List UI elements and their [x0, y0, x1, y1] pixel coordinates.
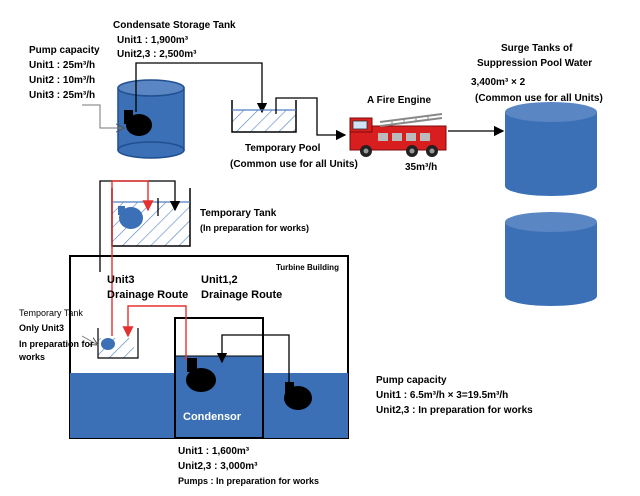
temporary-pool: [231, 100, 297, 133]
temporary-tank-lower-title: Temporary Tank: [19, 308, 83, 318]
condensate-storage-unit23: Unit2,3 : 2,500m³: [117, 49, 197, 60]
turbine-building-label: Turbine Building: [276, 263, 339, 272]
temporary-tank-upper-title: Temporary Tank: [200, 208, 277, 219]
temporary-pool-note: (Common use for all Units): [230, 159, 358, 170]
condensor-unit1: Unit1 : 1,600m³: [178, 446, 250, 457]
surge-tank-2: [505, 212, 597, 306]
drainage-route-unit3-into-temp-tank: [112, 180, 154, 212]
unit12-route-line1: Unit1,2: [201, 274, 238, 286]
temporary-pool-title: Temporary Pool: [245, 143, 321, 154]
surge-tanks-note: (Common use for all Units): [475, 93, 603, 104]
temporary-tank-upper: [111, 188, 191, 247]
condensate-storage-tank: [117, 79, 185, 159]
fire-engine-flow: 35m³/h: [405, 162, 438, 173]
temporary-tank-lower-prep: In preparation for: [19, 339, 94, 349]
temp-tank-lower-pointer: [81, 335, 98, 345]
right-pump-icon: [284, 382, 312, 410]
condensor-label: Condensor: [183, 411, 242, 423]
temporary-tank-lower-only-unit3: Only Unit3: [19, 323, 65, 333]
temporary-tank-lower-works: works: [19, 352, 46, 362]
surge-tanks-title-line2: Suppression Pool Water: [477, 58, 593, 69]
pump-capacity-top-title: Pump capacity: [29, 45, 100, 56]
pipe-right-pump-to-condensor: [216, 334, 290, 384]
pipe-storage-to-pool: [135, 62, 268, 114]
drainage-route-unit12: [122, 305, 187, 360]
pump-capacity-bottom-title: Pump capacity: [376, 375, 447, 386]
temporary-tank-upper-note: (In preparation for works): [200, 223, 310, 233]
surge-tanks-title-line1: Surge Tanks of: [501, 43, 573, 54]
pipe-pool-to-fire-engine: [275, 97, 347, 141]
building-water-left: [70, 373, 175, 438]
condensor: [174, 317, 264, 439]
pump-capacity-top-unit3: Unit3 : 25m³/h: [29, 90, 96, 101]
condensor-pumps: Pumps : In preparation for works: [178, 476, 320, 486]
condensor-unit23: Unit2,3 : 3,000m³: [178, 461, 258, 472]
fire-engine-title: A Fire Engine: [367, 95, 432, 106]
pump-capacity-top-unit2: Unit2 : 10m³/h: [29, 75, 96, 86]
pump-capacity-top-unit1: Unit1 : 25m³/h: [29, 60, 96, 71]
pump-capacity-bottom-unit23: Unit2,3 : In preparation for works: [376, 405, 533, 416]
unit3-route-line2: Drainage Route: [107, 289, 189, 301]
surge-tanks-capacity: 3,400m³ × 2: [471, 77, 526, 88]
unit12-route-line2: Drainage Route: [201, 289, 283, 301]
pump-capacity-bottom-unit1: Unit1 : 6.5m³/h × 3=19.5m³/h: [376, 390, 509, 401]
condensate-storage-tank-title: Condensate Storage Tank: [113, 20, 236, 31]
pump-capacity-pointer: [82, 104, 124, 128]
fire-engine-icon: [349, 113, 447, 157]
temporary-tank-lower: [97, 328, 139, 359]
unit3-route-line1: Unit3: [107, 274, 135, 286]
surge-tank-1: [505, 102, 597, 196]
condensate-storage-unit1: Unit1 : 1,900m³: [117, 35, 189, 46]
